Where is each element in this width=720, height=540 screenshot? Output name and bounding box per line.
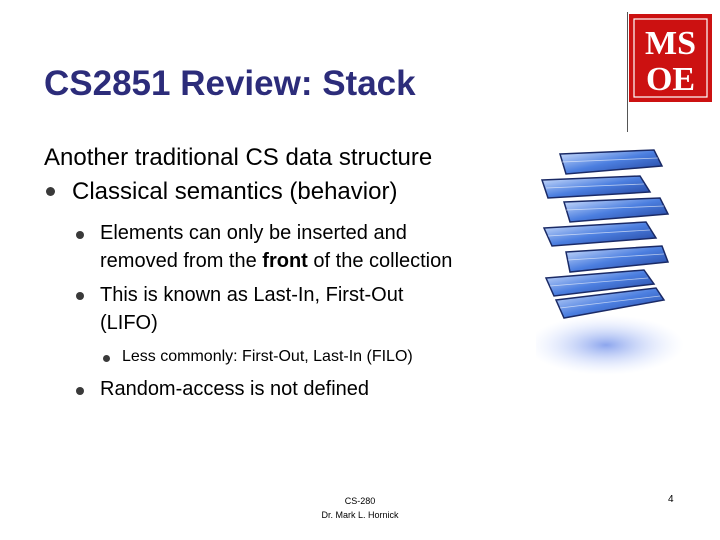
bullet-icon <box>76 231 84 239</box>
bullet-icon <box>46 187 55 196</box>
random-access-text: Random-access is not defined <box>100 378 370 400</box>
insert-line-2-bold: front <box>262 250 308 272</box>
bullet-icon <box>103 355 110 362</box>
title-divider <box>627 12 628 132</box>
lifo-line-1: This is known as Last-In, First-Out <box>100 284 404 306</box>
bullet-icon <box>76 292 84 300</box>
msoe-logo-icon: MS OE <box>629 14 712 102</box>
page-number: 4 <box>668 494 674 505</box>
insert-line-2: removed from the front of the collection <box>100 250 452 273</box>
insert-line-2-post: of the collection <box>307 250 453 272</box>
logo-text-top: MS <box>645 25 696 62</box>
footer-course: CS-280 <box>344 496 376 506</box>
filo-text: Less commonly: First-Out, Last-In (FILO) <box>122 348 413 365</box>
stack-of-books-icon <box>536 149 684 375</box>
lifo-line-2: (LIFO) <box>100 312 158 334</box>
intro-text: Another traditional CS data structure <box>44 144 433 171</box>
slide-footer: CS-280 Dr. Mark L. Hornick <box>300 494 420 522</box>
logo-text-bottom: OE <box>646 61 695 98</box>
slide-title: CS2851 Review: Stack <box>44 64 416 103</box>
insert-line-1: Elements can only be inserted and <box>100 222 407 244</box>
bullet-icon <box>76 387 84 395</box>
footer-author: Dr. Mark L. Hornick <box>321 510 399 520</box>
semantics-text: Classical semantics (behavior) <box>72 178 398 205</box>
insert-line-2-pre: removed from the <box>100 250 263 272</box>
